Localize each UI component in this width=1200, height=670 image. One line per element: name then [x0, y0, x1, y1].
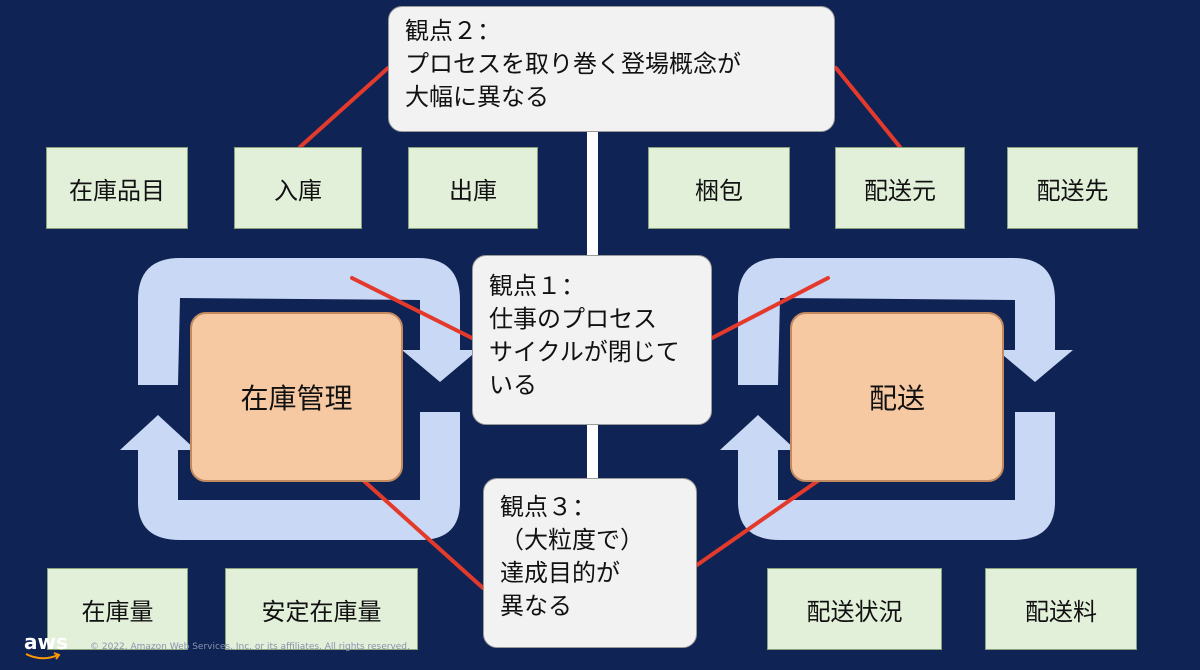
callout-viewpoint-1-line-3: サイクルが閉じて	[489, 338, 680, 367]
entity-stock-quantity: 在庫量	[47, 568, 188, 650]
aws-logo-text: aws	[24, 630, 68, 654]
cycle-arrow-right-top	[738, 258, 1073, 385]
callout-viewpoint-3-line-3: 達成目的が	[500, 559, 620, 588]
entity-delivery-status: 配送状況	[767, 568, 942, 650]
connector-view2-left	[298, 66, 390, 149]
entity-safety-stock: 安定在庫量	[225, 568, 418, 650]
core-inventory-management: 在庫管理	[190, 312, 403, 482]
callout-viewpoint-2-line-2: プロセスを取り巻く登場概念が	[405, 50, 741, 79]
callout-viewpoint-3: 観点３： （大粒度で） 達成目的が 異なる	[483, 478, 697, 648]
callout-viewpoint-3-line-2: （大粒度で）	[500, 526, 644, 555]
entity-ship-to: 配送先	[1007, 147, 1138, 229]
entity-ship-from: 配送元	[835, 147, 965, 229]
cycle-arrow-left	[120, 258, 478, 540]
connector-view1-right	[710, 276, 830, 340]
entity-packing: 梱包	[648, 147, 790, 229]
entity-inventory-item: 在庫品目	[46, 147, 188, 229]
callout-viewpoint-1: 観点１： 仕事のプロセス サイクルが閉じて いる	[472, 255, 712, 425]
entity-delivery-fee: 配送料	[985, 568, 1137, 650]
cycle-arrow-left-bottom	[120, 412, 460, 540]
spine-bottom	[587, 423, 598, 480]
entity-shipping-out: 出庫	[408, 147, 538, 229]
callout-viewpoint-2-line-1: 観点２：	[405, 17, 501, 45]
callout-viewpoint-3-line-4: 異なる	[500, 592, 572, 621]
aws-smile-icon	[25, 652, 61, 660]
copyright-notice: © 2022, Amazon Web Services, Inc. or its…	[90, 642, 410, 652]
spine-top	[587, 130, 598, 255]
callout-viewpoint-3-line-1: 観点３：	[500, 493, 596, 521]
callout-viewpoint-1-line-1: 観点１：	[489, 272, 585, 300]
callout-viewpoint-2-line-3: 大幅に異なる	[405, 83, 549, 112]
aws-logo: aws	[24, 630, 68, 660]
entity-receiving: 入庫	[234, 147, 362, 229]
callout-viewpoint-1-line-2: 仕事のプロセス	[489, 305, 657, 334]
cycle-arrow-right-bottom	[720, 412, 1055, 540]
center-spine	[587, 130, 598, 480]
core-delivery: 配送	[790, 312, 1004, 482]
connector-view1-left	[350, 276, 474, 340]
cycle-arrow-right	[720, 258, 1073, 540]
cycle-arrow-left-top	[138, 258, 478, 385]
callout-viewpoint-2: 観点２： プロセスを取り巻く登場概念が 大幅に異なる	[388, 6, 835, 132]
connector-view2-right	[834, 66, 902, 149]
callout-viewpoint-1-line-4: いる	[489, 371, 537, 400]
